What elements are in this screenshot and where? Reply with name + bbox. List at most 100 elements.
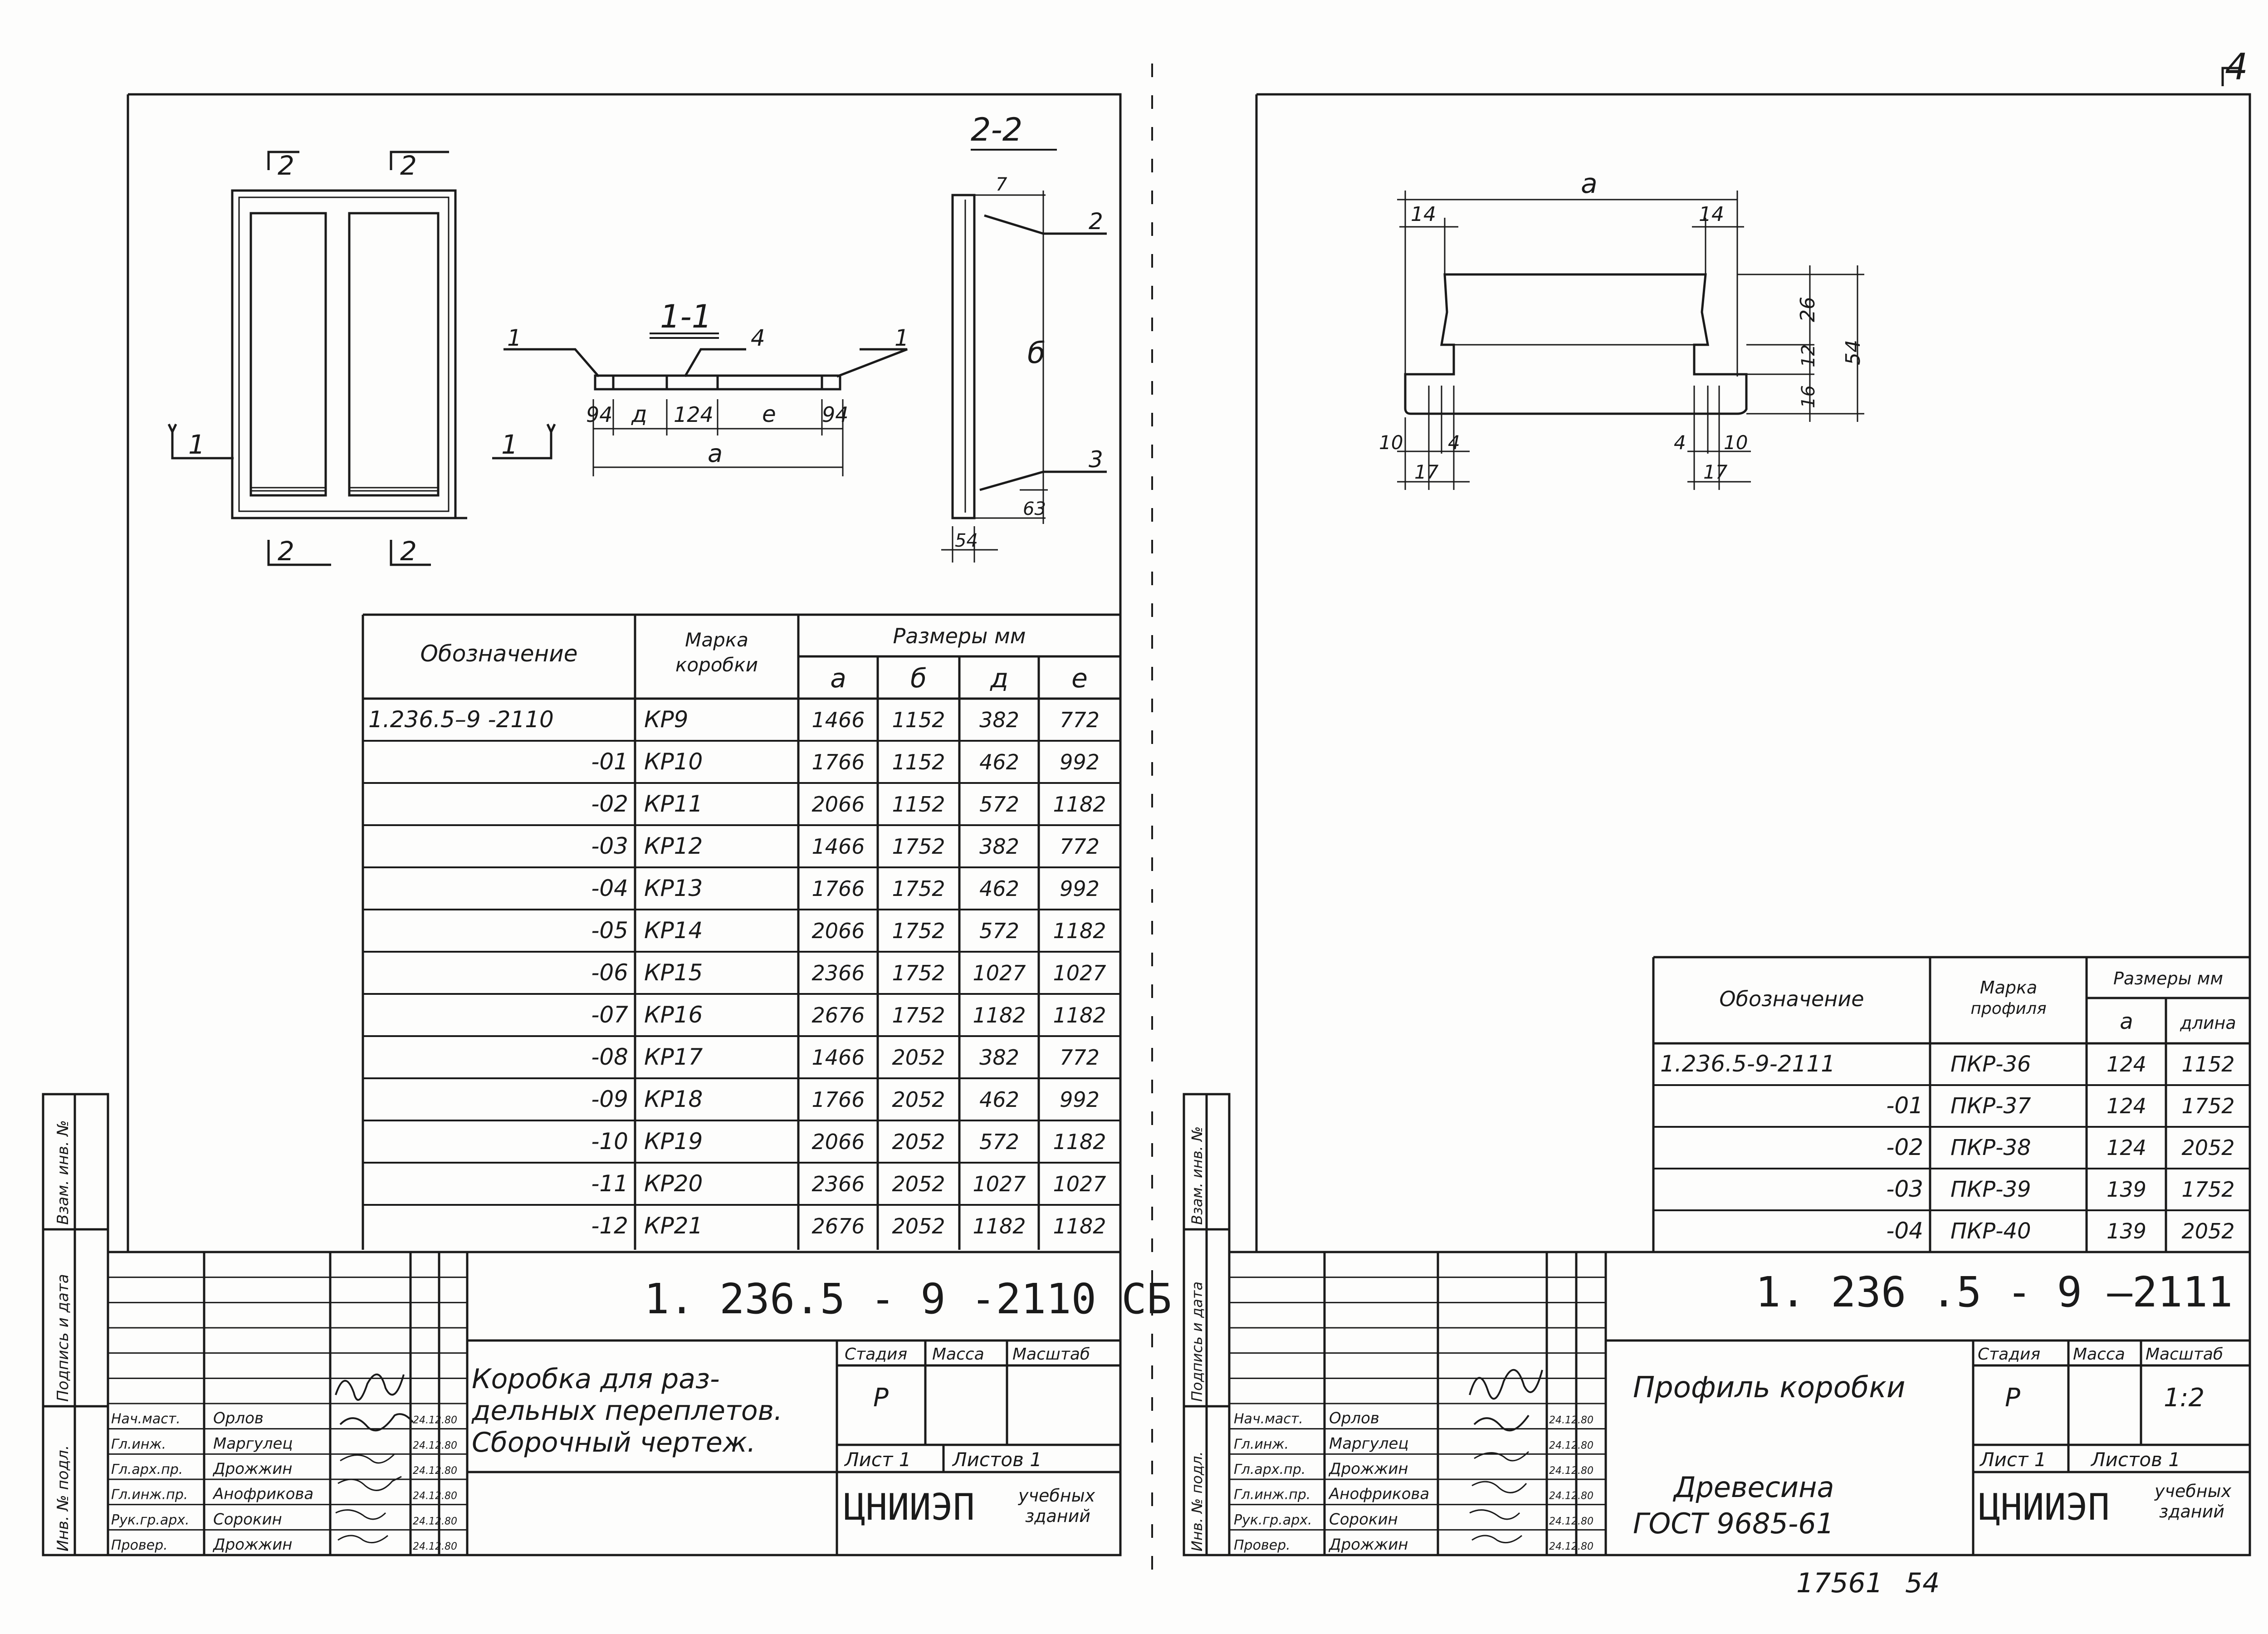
dim-17-left: 17 xyxy=(1414,461,1439,483)
left-row-e: 772 xyxy=(1060,708,1100,732)
left-row-e: 1182 xyxy=(1053,1130,1106,1154)
signature-date: 24.12.80 xyxy=(1549,1516,1593,1527)
left-row-b: 2052 xyxy=(892,1172,945,1196)
right-frame xyxy=(1228,93,2251,1556)
right-row-designation: -03 xyxy=(1886,1176,1923,1202)
dim-54-right: 54 xyxy=(1842,340,1865,365)
section-1-1-title: 1-1 xyxy=(660,298,712,335)
right-row-length: 1152 xyxy=(2181,1052,2234,1076)
signature-role: Рук.гр.арх. xyxy=(1234,1512,1312,1528)
signature-date: 24.12.80 xyxy=(413,1516,457,1527)
callout-4: 4 xyxy=(751,325,765,351)
section-marker-2-top-right: 2 xyxy=(400,150,417,181)
right-org-main: ЦНИИЭП xyxy=(1979,1486,2110,1528)
left-row-a: 2676 xyxy=(811,1003,865,1027)
signature-date: 24.12.80 xyxy=(1549,1465,1593,1477)
left-row-a: 2066 xyxy=(811,919,865,943)
left-header-mark-2: коробки xyxy=(675,654,758,676)
signature-date: 24.12.80 xyxy=(413,1465,457,1477)
left-row-designation: 1.236.5–9 -2110 xyxy=(368,706,554,733)
right-row-a: 124 xyxy=(2107,1094,2146,1118)
right-doc-code: 1. 236 .5 - 9 –2111 xyxy=(1755,1268,2233,1316)
left-row-mark: КР11 xyxy=(644,791,703,817)
left-col-d: д xyxy=(990,663,1008,694)
left-strip-sign: Подпись и дата xyxy=(54,1274,72,1402)
right-row-length: 1752 xyxy=(2181,1177,2234,1202)
dim-17-right: 17 xyxy=(1703,461,1728,483)
left-row-mark: КР9 xyxy=(644,706,688,733)
signature-role: Рук.гр.арх. xyxy=(111,1512,190,1528)
dim-d: д xyxy=(631,401,647,427)
signature-role: Провер. xyxy=(111,1537,168,1553)
left-row-mark: КР19 xyxy=(644,1128,703,1155)
left-doc-code: 1. 236.5 - 9 -2110 СБ xyxy=(644,1275,1172,1323)
left-row-e: 1027 xyxy=(1053,961,1106,985)
left-row-b: 2052 xyxy=(892,1130,945,1154)
left-row-designation: -02 xyxy=(591,791,628,817)
right-sheet-label: Лист 1 xyxy=(1979,1448,2047,1471)
left-row-designation: -07 xyxy=(591,1002,628,1028)
left-sheet-label: Лист 1 xyxy=(844,1448,911,1471)
left-elevation xyxy=(167,151,556,566)
section-marker-2-top-left: 2 xyxy=(278,150,294,181)
signature-date: 24.12.80 xyxy=(1549,1440,1593,1451)
left-row-d: 572 xyxy=(979,1130,1019,1154)
signature-role: Нач.маст. xyxy=(111,1411,181,1427)
dim-7: 7 xyxy=(996,174,1007,195)
right-scale-value: 1:2 xyxy=(2164,1383,2204,1413)
left-row-d: 1182 xyxy=(973,1003,1026,1027)
right-strip-inv: Инв. № подл. xyxy=(1188,1451,1206,1551)
left-row-d: 462 xyxy=(979,750,1019,774)
dim-e: е xyxy=(762,401,776,427)
left-row-a: 1466 xyxy=(811,1045,865,1070)
left-row-a: 1466 xyxy=(811,708,865,732)
left-org-line1: учебных xyxy=(1018,1486,1095,1506)
left-row-a: 1766 xyxy=(811,1087,865,1112)
right-row-designation: -02 xyxy=(1886,1134,1923,1160)
right-sheets-label: Листов 1 xyxy=(2090,1448,2180,1471)
left-row-e: 1182 xyxy=(1053,792,1106,817)
left-title-line-1: Коробка для раз- xyxy=(472,1363,720,1395)
left-row-mark: КР10 xyxy=(644,749,703,775)
left-row-designation: -03 xyxy=(591,833,628,859)
left-row-b: 2052 xyxy=(892,1087,945,1112)
left-row-d: 1027 xyxy=(973,961,1026,985)
left-row-a: 2366 xyxy=(811,1172,865,1196)
right-material-1: Древесина xyxy=(1672,1471,1834,1504)
left-row-d: 1027 xyxy=(973,1172,1026,1196)
signature-role: Гл.инж.пр. xyxy=(1234,1487,1310,1503)
left-row-d: 382 xyxy=(979,834,1019,859)
left-row-a: 2066 xyxy=(811,1130,865,1154)
archive-number: 17561 xyxy=(1796,1567,1883,1599)
dim-14-left: 14 xyxy=(1411,203,1436,226)
right-row-mark: ПКР-38 xyxy=(1950,1135,2031,1160)
dim-4-right: 4 xyxy=(1674,431,1686,454)
left-row-designation: -12 xyxy=(591,1213,628,1239)
callout-3: 3 xyxy=(1089,446,1103,473)
signature-date: 24.12.80 xyxy=(1549,1491,1593,1502)
page-number: 4 xyxy=(2225,46,2248,88)
right-row-a: 124 xyxy=(2107,1135,2146,1160)
left-row-b: 2052 xyxy=(892,1214,945,1238)
dim-94-left: 94 xyxy=(586,402,613,427)
left-row-mark: КР20 xyxy=(644,1170,703,1197)
signature-name: Орлов xyxy=(1329,1409,1379,1428)
left-row-designation: -08 xyxy=(591,1044,628,1070)
signature-date: 24.12.80 xyxy=(413,1415,457,1426)
left-row-designation: -09 xyxy=(591,1086,628,1112)
right-title: Профиль коробки xyxy=(1633,1371,1906,1404)
right-row-designation: -04 xyxy=(1886,1218,1923,1244)
left-row-designation: -10 xyxy=(591,1128,628,1155)
right-mass-header: Масса xyxy=(2073,1345,2125,1364)
right-header-mark-2: профиля xyxy=(1970,999,2046,1018)
signature-name: Орлов xyxy=(213,1409,264,1428)
left-row-b: 1152 xyxy=(892,792,945,817)
signature-role: Гл.инж. xyxy=(1234,1436,1289,1452)
section-marker-2-bottom-left: 2 xyxy=(278,536,294,567)
left-row-b: 1752 xyxy=(892,834,945,859)
right-row-mark: ПКР-40 xyxy=(1950,1218,2031,1244)
signature-date: 24.12.80 xyxy=(1549,1541,1593,1552)
signature-date: 24.12.80 xyxy=(1549,1415,1593,1426)
left-org-main: ЦНИИЭП xyxy=(844,1486,975,1528)
